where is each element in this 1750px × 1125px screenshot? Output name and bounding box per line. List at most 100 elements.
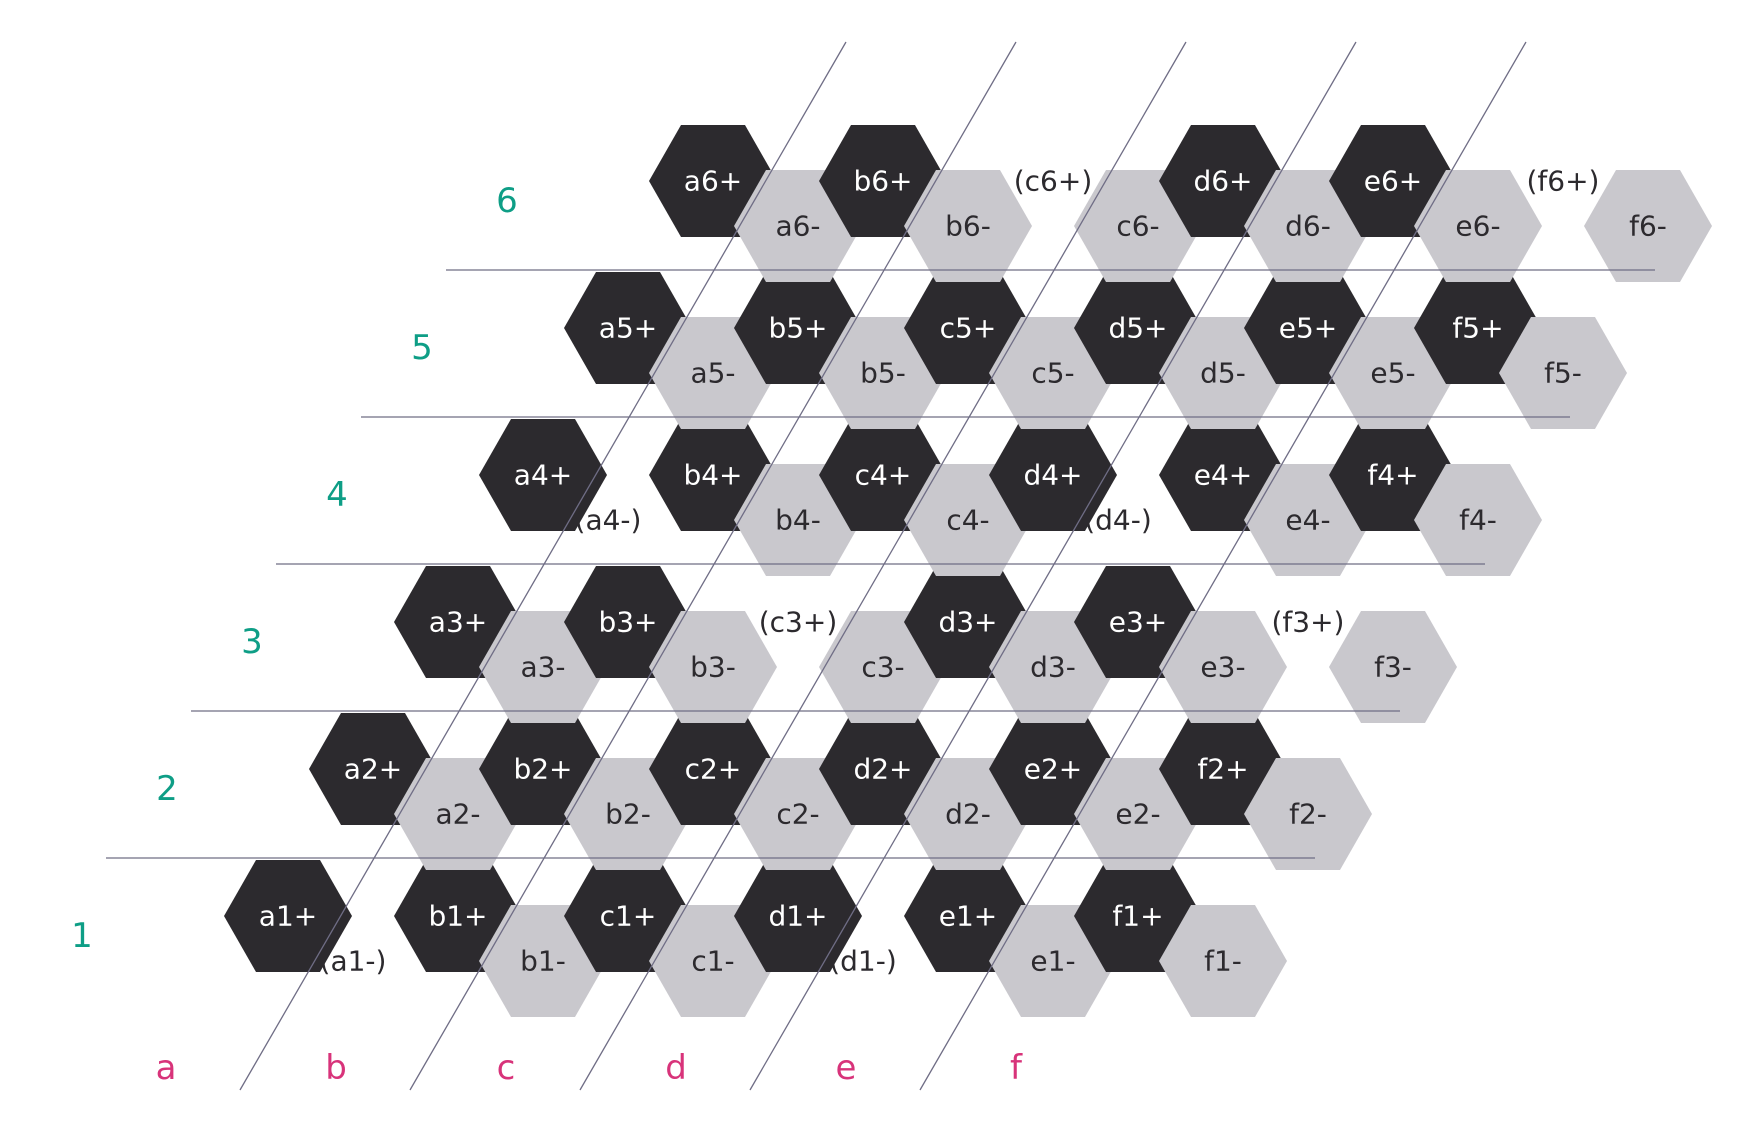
plus-hex-label: e6+ [1364, 165, 1423, 198]
plus-hex-label: c5+ [940, 312, 997, 345]
plus-hex-label: a1+ [259, 900, 317, 933]
plus-hex-label: d5+ [1108, 312, 1167, 345]
minus-hex [649, 611, 777, 723]
column-label: d [665, 1048, 687, 1088]
row-label: 6 [496, 181, 518, 221]
minus-hex-label: a3- [520, 651, 565, 684]
plus-hex-label: c4+ [855, 459, 912, 492]
column-separator-line [409, 41, 1017, 1091]
row-label: 1 [71, 916, 93, 956]
column-label: b [325, 1048, 347, 1088]
plus-hex-label: b6+ [853, 165, 912, 198]
minus-hex-label: b5- [860, 357, 906, 390]
minus-hex [1499, 317, 1627, 429]
row-label: 3 [241, 622, 263, 662]
plus-hex-label: a4+ [514, 459, 572, 492]
minus-hex-label: f5- [1544, 357, 1582, 390]
minus-hex-label: e4- [1285, 504, 1330, 537]
plus-hex-label: b1+ [428, 900, 487, 933]
minus-hex-label: b4- [775, 504, 821, 537]
minus-hex-label: b2- [605, 798, 651, 831]
plus-hex [989, 419, 1117, 531]
minus-hex [904, 170, 1032, 282]
minus-hex-label: f4- [1459, 504, 1497, 537]
plus-hex-label: e5+ [1279, 312, 1338, 345]
minus-hex-label: a5- [690, 357, 735, 390]
minus-hex-label: c4- [946, 504, 989, 537]
plus-hex-label: d3+ [938, 606, 997, 639]
minus-hex-label: e6- [1455, 210, 1500, 243]
minus-hex-label: d2- [945, 798, 991, 831]
minus-hex-label: e5- [1370, 357, 1415, 390]
minus-hex-label: f3- [1374, 651, 1412, 684]
minus-hex-label: c3- [861, 651, 904, 684]
minus-hex-label: e3- [1200, 651, 1245, 684]
minus-hex-label: d6- [1285, 210, 1331, 243]
plus-hex-label: d1+ [768, 900, 827, 933]
minus-hex-label: c5- [1031, 357, 1074, 390]
plus-hex-label: a3+ [429, 606, 487, 639]
minus-hex-label: f6- [1629, 210, 1667, 243]
plus-hex-label: b5+ [768, 312, 827, 345]
plus-hex-label: c2+ [685, 753, 742, 786]
grid-lines [106, 41, 1655, 1091]
row-label: 4 [326, 475, 348, 515]
minus-hex [1584, 170, 1712, 282]
minus-hex-label: b1- [520, 945, 566, 978]
minus-hex-label: d5- [1200, 357, 1246, 390]
column-separator-line [919, 41, 1527, 1091]
missing-minus-label: (a1-) [320, 945, 387, 978]
missing-minus-label: (a4-) [575, 504, 642, 537]
plus-hex-label: e4+ [1194, 459, 1253, 492]
minus-hex [1414, 170, 1542, 282]
column-label: c [497, 1048, 516, 1088]
plus-hex-label: d4+ [1023, 459, 1082, 492]
missing-plus-label: (f6+) [1527, 165, 1600, 198]
column-label: a [156, 1048, 177, 1088]
minus-hex-label: f1- [1204, 945, 1242, 978]
missing-minus-label: (d1-) [829, 945, 897, 978]
hex-labels: a1+(a1-) b1+ b1- c1+ c1- d1+(d1-) e1+ e1- f1+ f1-… [259, 165, 1667, 978]
plus-hex [734, 860, 862, 972]
plus-hex-label: e2+ [1024, 753, 1083, 786]
minus-hex [1329, 611, 1457, 723]
plus-hex-label: b4+ [683, 459, 742, 492]
plus-hex-label: d2+ [853, 753, 912, 786]
plus-hex-label: b3+ [598, 606, 657, 639]
minus-hex-label: e2- [1115, 798, 1160, 831]
plus-hex-label: d6+ [1193, 165, 1252, 198]
missing-plus-label: (f3+) [1272, 606, 1345, 639]
plus-hex-label: f5+ [1452, 312, 1503, 345]
missing-plus-label: (c6+) [1014, 165, 1093, 198]
plus-hex [224, 860, 352, 972]
plus-hex-label: f2+ [1197, 753, 1248, 786]
missing-plus-label: (c3+) [759, 606, 838, 639]
column-label: f [1010, 1048, 1023, 1088]
minus-hex [1159, 611, 1287, 723]
plus-hex-label: c1+ [600, 900, 657, 933]
minus-hex-label: b3- [690, 651, 736, 684]
column-separator-line [239, 41, 847, 1091]
plus-hex-label: e3+ [1109, 606, 1168, 639]
plus-hex-label: b2+ [513, 753, 572, 786]
plus-hex-label: a6+ [684, 165, 742, 198]
missing-minus-label: (d4-) [1084, 504, 1152, 537]
plus-hex [479, 419, 607, 531]
hex-layer [224, 125, 1712, 1017]
plus-hex-label: f1+ [1112, 900, 1163, 933]
minus-hex [1159, 905, 1287, 1017]
minus-hex-label: c1- [691, 945, 734, 978]
plus-hex-label: a2+ [344, 753, 402, 786]
minus-hex-label: a6- [775, 210, 820, 243]
column-label: e [836, 1048, 857, 1088]
plus-hex-label: e1+ [939, 900, 998, 933]
minus-hex-label: c2- [776, 798, 819, 831]
row-label: 2 [156, 769, 178, 809]
plus-hex-label: a5+ [599, 312, 657, 345]
column-separator-line [579, 41, 1187, 1091]
minus-hex [1244, 758, 1372, 870]
minus-hex-label: e1- [1030, 945, 1075, 978]
minus-hex-label: f2- [1289, 798, 1327, 831]
